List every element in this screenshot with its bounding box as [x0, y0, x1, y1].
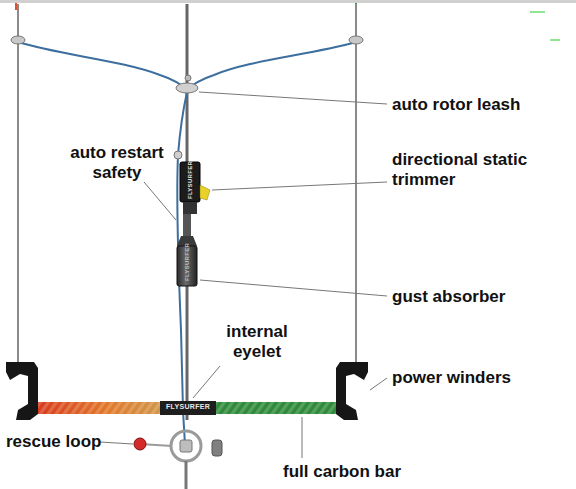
winder-handle: [6, 362, 38, 420]
chicken-finger: [212, 440, 222, 456]
ring: [11, 36, 25, 44]
bar-center: [160, 401, 216, 415]
steering-line: [355, 4, 357, 365]
edge-mark: [550, 40, 560, 41]
leader-line: [200, 280, 387, 296]
loop-buckle: [180, 440, 192, 452]
winder-handle: [336, 362, 368, 420]
leash-line: [187, 42, 356, 90]
part-label: full carbon bar: [283, 462, 463, 482]
part-label: directional static trimmer: [392, 150, 542, 190]
leash-line: [18, 42, 187, 90]
part-label: internal eyelet: [212, 322, 302, 362]
part-label: power winders: [392, 368, 567, 388]
part-label: auto restart safety: [62, 143, 172, 183]
safety-ball: [174, 151, 182, 159]
part-label: gust absorber: [392, 287, 567, 307]
steering-line: [17, 4, 19, 365]
leader-line: [212, 182, 387, 190]
leader-line: [100, 442, 133, 444]
logo-text: FLYSURFER: [187, 157, 193, 203]
leader-line: [302, 417, 303, 458]
logo-text: FLYSURFER: [184, 239, 190, 285]
absorber-rod: [183, 214, 191, 236]
leader-line: [144, 182, 176, 220]
leader-line: [193, 366, 220, 398]
trimmer-base: [183, 202, 197, 214]
leader-line: [370, 378, 387, 390]
bar-texture: [34, 402, 340, 414]
leash-clip: [185, 75, 191, 81]
logo-text: FLYSURFER: [161, 403, 215, 410]
loop-line: [185, 461, 188, 489]
rescue-ring: [171, 431, 201, 461]
trimmer-tag: [200, 185, 210, 200]
ring: [349, 36, 363, 44]
part-label: auto rotor leash: [392, 95, 567, 115]
part-label: rescue loop: [6, 432, 106, 452]
release-ball: [134, 438, 146, 450]
line-tick: [15, 3, 17, 10]
leader-line: [199, 92, 387, 104]
frame-edge: [0, 0, 576, 3]
center-ring: [176, 83, 198, 93]
edge-mark: [530, 12, 545, 13]
